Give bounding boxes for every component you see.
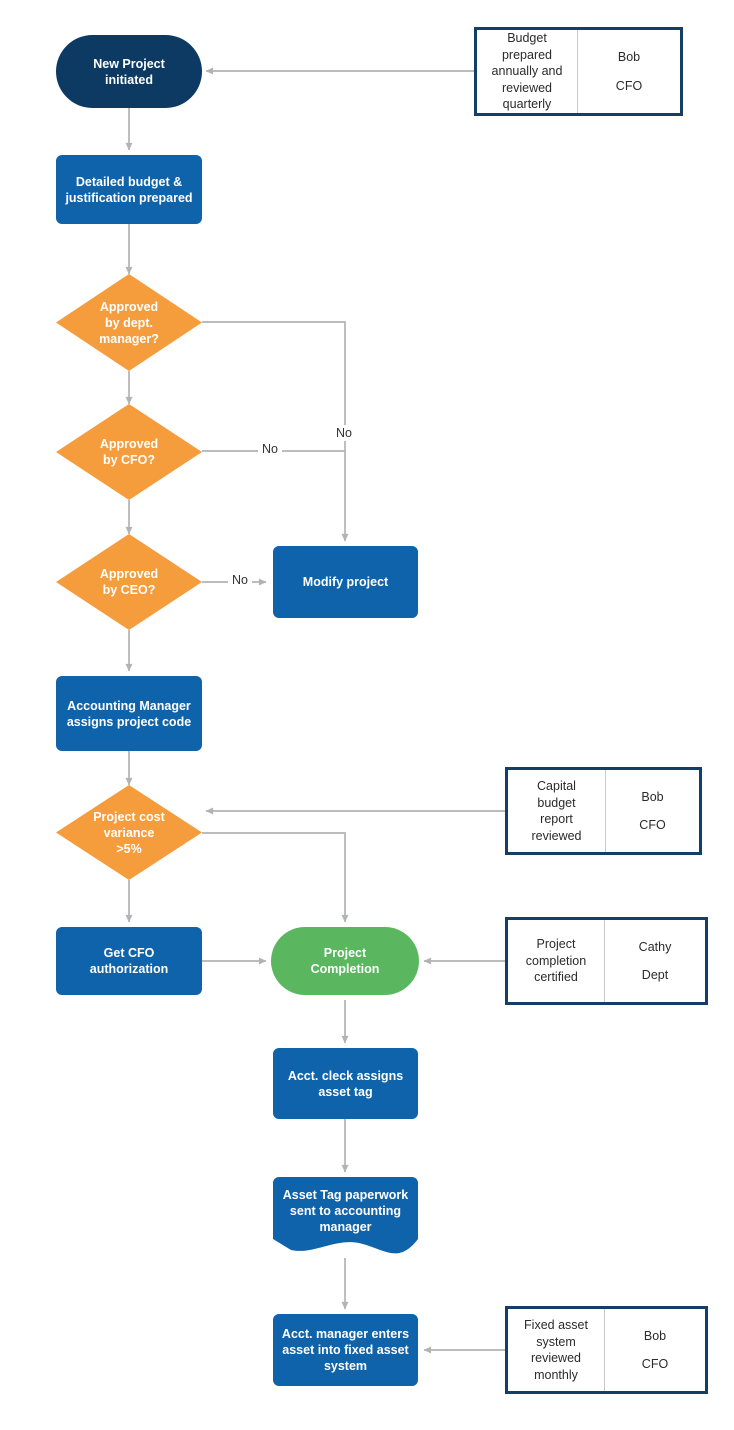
note-role-name: Cathy [638, 939, 672, 954]
edge-label-no-ceo: No [228, 572, 252, 588]
node-label: Modify project [302, 575, 389, 589]
note-role: Bob CFO [578, 30, 680, 113]
edge-label-no-dept-manager: No [332, 425, 356, 441]
note-role-name: Bob [617, 50, 641, 64]
node-detailed-budget[interactable]: Detailed budget &justification prepared [56, 155, 202, 224]
note-role: Bob CFO [605, 1309, 705, 1391]
note-role-title: Dept [641, 968, 669, 982]
note-role: Bob CFO [606, 770, 699, 852]
edge-label-no-cfo: No [258, 441, 282, 457]
note-role-name: Bob [643, 1328, 667, 1343]
note-role-name: Bob [641, 789, 664, 804]
note-role-title: CFO [615, 78, 643, 93]
document-shape [273, 1177, 418, 1254]
note-role: Cathy Dept [605, 920, 705, 1002]
note-role-title: CFO [641, 1357, 669, 1371]
node-modify-project[interactable]: Modify project [273, 546, 418, 618]
note-role-title: CFO [639, 818, 666, 832]
node-label: Detailed budget &justification prepared [65, 174, 193, 205]
